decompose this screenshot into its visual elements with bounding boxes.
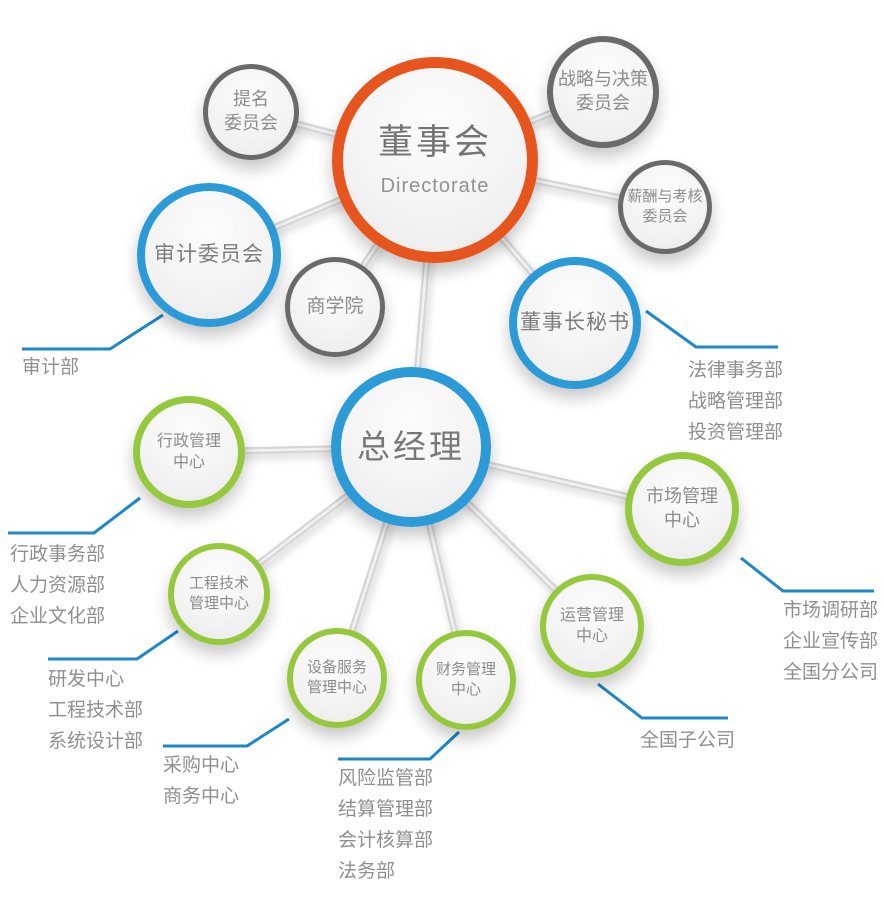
node-label: 市场管理 — [646, 486, 718, 507]
node-label: 董事长秘书 — [520, 311, 630, 335]
department-list-finance: 风险监管部 结算管理部 会计核算部 法务部 — [338, 763, 433, 887]
list-item: 采购中心 — [163, 755, 240, 776]
node-nomination-committee: 提名 委员会 — [203, 64, 299, 160]
list-item: 审计部 — [22, 357, 80, 378]
node-label: 工程技术 — [188, 575, 249, 593]
list-item: 法律事务部 — [688, 360, 784, 381]
list-item: 企业宣传部 — [783, 631, 879, 652]
callout-lines — [8, 309, 874, 761]
node-label: 管理中心 — [306, 679, 367, 696]
department-list-secretary: 法律事务部 战略管理部 投资管理部 — [688, 355, 783, 448]
node-finance-center: 财务管理 中心 — [416, 630, 516, 730]
node-label: 委员会 — [224, 113, 278, 133]
department-list-engineering: 研发中心 工程技术部 系统设计部 — [48, 664, 143, 757]
node-admin-center: 行政管理 中心 — [133, 396, 245, 508]
node-label: 设备服务 — [306, 659, 367, 677]
department-list-admin: 行政事务部 人力资源部 企业文化部 — [10, 539, 105, 632]
list-item: 法务部 — [338, 861, 396, 882]
node-label: 委员会 — [642, 208, 688, 225]
department-list-operations: 全国子公司 — [640, 725, 735, 756]
node-label: 运营管理 — [559, 606, 624, 624]
node-engineering-center: 工程技术 管理中心 — [168, 543, 270, 645]
list-item: 会计核算部 — [338, 830, 434, 851]
node-audit-committee: 审计委员会 — [137, 183, 281, 327]
node-label: 薪酬与考核 — [627, 188, 703, 206]
list-item: 市场调研部 — [783, 600, 879, 621]
list-item: 人力资源部 — [10, 575, 106, 596]
list-item: 投资管理部 — [688, 422, 784, 443]
node-compensation-committee: 薪酬与考核 委员会 — [618, 160, 712, 254]
node-label: 管理中心 — [188, 595, 249, 612]
node-general-manager: 总经理 — [331, 367, 491, 527]
node-label: 总经理 — [357, 428, 465, 466]
node-operations-center: 运营管理 中心 — [540, 574, 644, 678]
node-label: 委员会 — [576, 93, 630, 113]
node-label: 中心 — [450, 681, 481, 698]
department-list-audit: 审计部 — [22, 352, 79, 383]
node-label: 战略与决策 — [558, 69, 648, 90]
node-label: 中心 — [664, 510, 700, 530]
department-list-procurement: 采购中心 商务中心 — [163, 750, 239, 812]
list-item: 研发中心 — [48, 669, 125, 690]
list-item: 全国分公司 — [783, 662, 879, 683]
list-item: 商务中心 — [163, 786, 240, 807]
department-list-market: 市场调研部 企业宣传部 全国分公司 — [783, 595, 878, 688]
list-item: 战略管理部 — [688, 391, 784, 412]
list-item: 企业文化部 — [10, 606, 106, 627]
list-item: 风险监管部 — [338, 768, 434, 789]
list-item: 全国子公司 — [640, 730, 736, 751]
node-label: 中心 — [575, 628, 608, 645]
list-item: 结算管理部 — [338, 799, 434, 820]
node-directorate: 董事会 Directorate — [332, 57, 538, 263]
node-chairman-secretary: 董事长秘书 — [509, 257, 641, 389]
node-directorate-subtitle: Directorate — [380, 175, 490, 198]
node-strategy-committee: 战略与决策 委员会 — [547, 36, 659, 148]
node-label: 审计委员会 — [154, 243, 264, 267]
list-item: 行政事务部 — [10, 544, 106, 565]
node-equipment-center: 设备服务 管理中心 — [287, 628, 387, 728]
node-market-center: 市场管理 中心 — [625, 452, 739, 566]
node-label: 提名 — [233, 89, 269, 110]
node-directorate-title: 董事会 — [377, 123, 492, 163]
list-item: 系统设计部 — [48, 731, 144, 752]
node-label: 中心 — [172, 454, 205, 471]
list-item: 工程技术部 — [48, 700, 144, 721]
node-label: 商学院 — [306, 296, 364, 318]
node-business-school: 商学院 — [285, 257, 385, 357]
node-label: 财务管理 — [435, 661, 496, 679]
node-label: 行政管理 — [156, 432, 221, 450]
